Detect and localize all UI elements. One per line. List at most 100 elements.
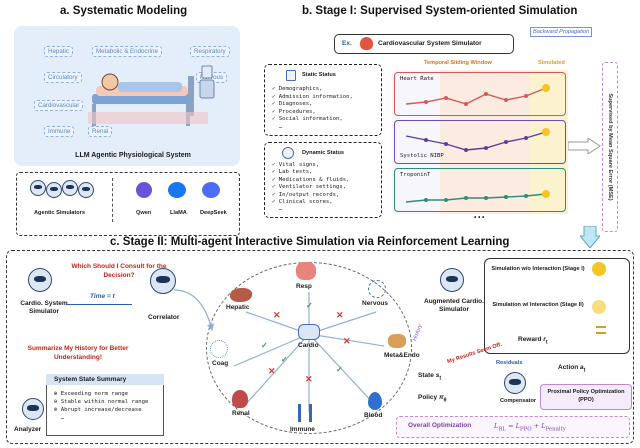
ppo-label: Proximal Policy Optimization (PPO) bbox=[547, 389, 625, 403]
dynamic-status-list: ✓ Vital signs, ✓ Lab tests, ✓ Medication… bbox=[272, 162, 350, 213]
simulation-comparison-box bbox=[484, 258, 630, 354]
organ-connections: ✕✕✕✕✕ ✓✓✓✓ bbox=[233, 292, 385, 412]
residuals-label: Residuals bbox=[496, 360, 523, 366]
simulator-name: Cardiovascular System Simulator bbox=[378, 40, 482, 47]
svg-text:✓: ✓ bbox=[336, 365, 343, 374]
svg-text:✕: ✕ bbox=[268, 366, 276, 376]
system-tag-metabolic: Metabolic & Endocrine bbox=[92, 46, 162, 57]
static-status-list: ✓ Demographics, ✓ Admission information,… bbox=[272, 86, 353, 130]
antibody-icon bbox=[298, 404, 312, 422]
supervision-box bbox=[602, 62, 618, 232]
blood-drop-icon bbox=[368, 392, 382, 410]
troponin-panel bbox=[394, 168, 566, 212]
svg-text:✕: ✕ bbox=[273, 310, 281, 320]
static-status-title: Static Status bbox=[302, 72, 336, 78]
section-a-title: a. Systematic Modeling bbox=[60, 5, 188, 17]
robot-icon bbox=[78, 182, 94, 198]
system-tag-renal: Renal bbox=[88, 126, 113, 137]
reward-label: Reward rt bbox=[518, 336, 548, 346]
sim-star-icon-2 bbox=[592, 300, 606, 314]
organ-label-resp: Resp bbox=[296, 283, 312, 290]
cardio-icon bbox=[298, 324, 320, 340]
dynamic-status-title: Dynamic Status bbox=[302, 150, 344, 156]
compensator-label: Compensator bbox=[500, 398, 537, 404]
section-c-title: c. Stage II: Multi-agent Interactive Sim… bbox=[110, 236, 510, 248]
heart-rate-panel bbox=[394, 72, 566, 116]
model-deepseek-label: DeepSeek bbox=[200, 210, 227, 216]
physiological-system-caption: LLM Agentic Physiological System bbox=[75, 152, 191, 159]
summary-title: System State Summary bbox=[54, 376, 127, 383]
summarize-prompt: Summarize My History for Better Understa… bbox=[27, 345, 129, 361]
lung-icon bbox=[296, 262, 316, 280]
section-b-title: b. Stage I: Supervised System-oriented S… bbox=[302, 5, 578, 17]
troponin-line bbox=[405, 190, 550, 203]
arrow-to-supervision bbox=[568, 138, 601, 154]
svg-text:✓: ✓ bbox=[306, 301, 313, 310]
static-status-box bbox=[264, 64, 382, 136]
systolic-nibp-line bbox=[405, 128, 550, 152]
signal-label-troponin: TroponinT bbox=[400, 172, 431, 178]
simulation-with-interaction: Simulation w/ Interaction (Stage II) bbox=[492, 302, 584, 308]
stage-ii-frame bbox=[6, 250, 634, 444]
robot-icon bbox=[46, 182, 62, 198]
augmented-simulator-robot-icon bbox=[440, 268, 464, 292]
arrow-down-stage-ii bbox=[580, 226, 600, 248]
backward-propagation-label: Backward Propagation bbox=[530, 27, 593, 37]
system-tag-cardiovascular: Cardiovascular bbox=[34, 100, 84, 111]
organ-label-immune: Immune bbox=[290, 426, 315, 433]
svg-text:✓: ✓ bbox=[261, 341, 268, 350]
qwen-logo-icon bbox=[136, 182, 152, 198]
equal-icon bbox=[596, 326, 606, 334]
simulated-label: Simulated bbox=[538, 60, 565, 66]
kidney-icon bbox=[232, 390, 248, 408]
more-signals-ellipsis: • • • bbox=[474, 214, 485, 221]
pancreas-icon bbox=[388, 334, 406, 348]
sim-star-icon bbox=[592, 262, 606, 276]
heart-rate-line bbox=[405, 84, 550, 106]
agentic-simulators-label: Agentic Simulators bbox=[34, 210, 85, 216]
system-tag-circulatory: Circulatory bbox=[44, 72, 82, 83]
organ-label-blood: Blood bbox=[364, 412, 383, 419]
organ-label-renal: Renal bbox=[232, 410, 250, 417]
neuron-icon bbox=[368, 280, 386, 298]
analyzer-label: Analyzer bbox=[14, 426, 42, 433]
system-tag-hepatic: Hepatic bbox=[44, 46, 73, 57]
agentic-simulators-box bbox=[16, 172, 240, 236]
summary-header-bar bbox=[46, 374, 164, 385]
divider bbox=[112, 178, 113, 222]
model-llama-label: LlaMA bbox=[170, 210, 187, 216]
time-label: Time = t bbox=[90, 293, 115, 300]
correlator-to-network-arrow bbox=[173, 289, 215, 332]
consult-question: Which Should I Consult for the Decision? bbox=[71, 263, 167, 279]
heart-icon bbox=[360, 37, 373, 50]
ppo-box bbox=[540, 384, 632, 410]
loss-equation: LRL = LPPO + LPenalty bbox=[494, 422, 566, 433]
simulator-robot-icon bbox=[28, 268, 52, 292]
signal-label-heart-rate: Heart Rate bbox=[400, 76, 434, 82]
sliding-window-label: Temporal Sliding Window bbox=[424, 60, 492, 66]
analyzer-robot-icon bbox=[22, 398, 44, 420]
simulated-highlight bbox=[530, 70, 568, 214]
time-arrow bbox=[66, 304, 132, 306]
deepseek-logo-icon bbox=[202, 182, 220, 198]
coag-icon bbox=[210, 340, 228, 358]
overall-optimization-label: Overall Optimization bbox=[408, 422, 472, 429]
svg-text:✓: ✓ bbox=[281, 355, 288, 364]
action-label: Action at bbox=[558, 364, 586, 374]
simulation-without-interaction: Simulation w/o Interaction (Stage I) bbox=[491, 266, 585, 272]
organ-label-coag: Coag bbox=[212, 360, 229, 367]
supervised-by-mse-label: Supervised by Mean Square Error (MSE) bbox=[607, 93, 613, 201]
organ-label-nervous: Nervous bbox=[362, 300, 389, 307]
cardio-simulator-label: Cardio. System Simulator bbox=[20, 300, 68, 315]
model-qwen-label: Qwen bbox=[136, 210, 152, 216]
augmented-simulator-label: Augmented Cardio. Simulator bbox=[424, 298, 484, 313]
system-tag-respiratory: Respiratory bbox=[190, 46, 230, 57]
signal-label-systolic-nibp: Systolic NIBP bbox=[400, 153, 444, 159]
correlator-label: Correlator bbox=[148, 314, 180, 321]
compensator-robot-icon bbox=[504, 372, 526, 394]
ex-label: Ex. bbox=[342, 40, 352, 47]
overall-optimization-box bbox=[396, 416, 630, 438]
patient-bed-illustration bbox=[88, 65, 215, 126]
clock-icon bbox=[282, 147, 294, 159]
systolic-nibp-panel bbox=[394, 120, 566, 164]
